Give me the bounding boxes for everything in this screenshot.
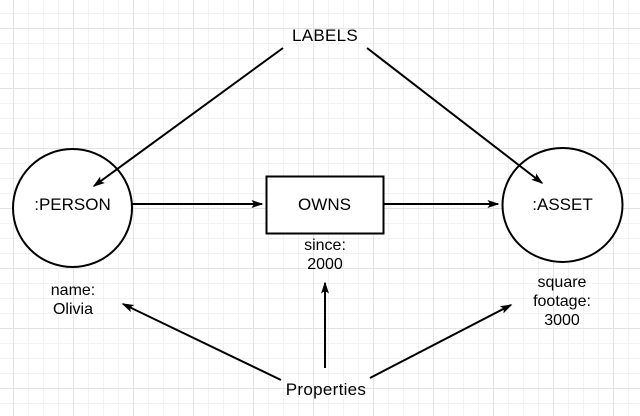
- square-line: square: [537, 274, 587, 291]
- since-line: since:: [304, 237, 346, 254]
- name-value: Olivia: [52, 301, 93, 318]
- name-line: name:: [50, 282, 96, 299]
- relationship-properties-text: since: 2000: [275, 236, 375, 274]
- asset-node-label: :ASSET: [532, 195, 593, 214]
- person-properties-text: name: Olivia: [23, 281, 123, 319]
- labels-arrow-to-person: [92, 47, 284, 187]
- properties-arrow-to-footage: [369, 304, 513, 379]
- footage-value: 3000: [544, 312, 580, 329]
- properties-annotation-title: Properties: [285, 380, 367, 399]
- person-node-label: :PERSON: [34, 195, 111, 214]
- since-value: 2000: [307, 256, 343, 273]
- owns-relationship-box: [265, 175, 385, 235]
- owns-relationship-label: OWNS: [298, 195, 351, 214]
- labels-annotation-title: LABELS: [291, 26, 359, 45]
- labels-arrow-to-asset: [366, 47, 544, 184]
- asset-properties-text: square footage: 3000: [512, 273, 612, 330]
- properties-arrow-to-name: [121, 303, 282, 381]
- footage-line: footage:: [533, 293, 591, 310]
